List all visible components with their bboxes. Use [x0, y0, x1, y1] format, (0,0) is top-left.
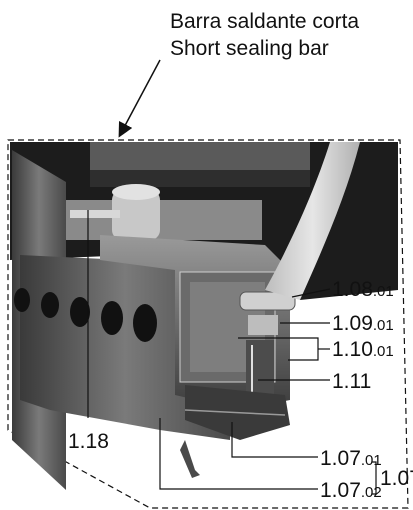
caption-italian: Barra saldante corta: [170, 10, 359, 33]
callout-1-18: 1.18: [68, 430, 109, 453]
callout-1-07-02: 1.07.02: [320, 479, 382, 502]
caption-english: Short sealing bar: [170, 37, 329, 60]
callout-1-07-01: 1.07.01: [320, 447, 382, 470]
callout-1-09-01: 1.09.01: [332, 312, 394, 335]
callout-1-11: 1.11: [332, 370, 371, 393]
caption-arrow: [118, 59, 161, 138]
leader-lines: [87, 210, 377, 495]
callout-1-10-01: 1.10.01: [332, 338, 394, 361]
callout-1-08-01: 1.08.01: [332, 278, 394, 301]
machine-illustration: [10, 142, 398, 490]
callout-1-07: 1.07: [380, 467, 413, 490]
